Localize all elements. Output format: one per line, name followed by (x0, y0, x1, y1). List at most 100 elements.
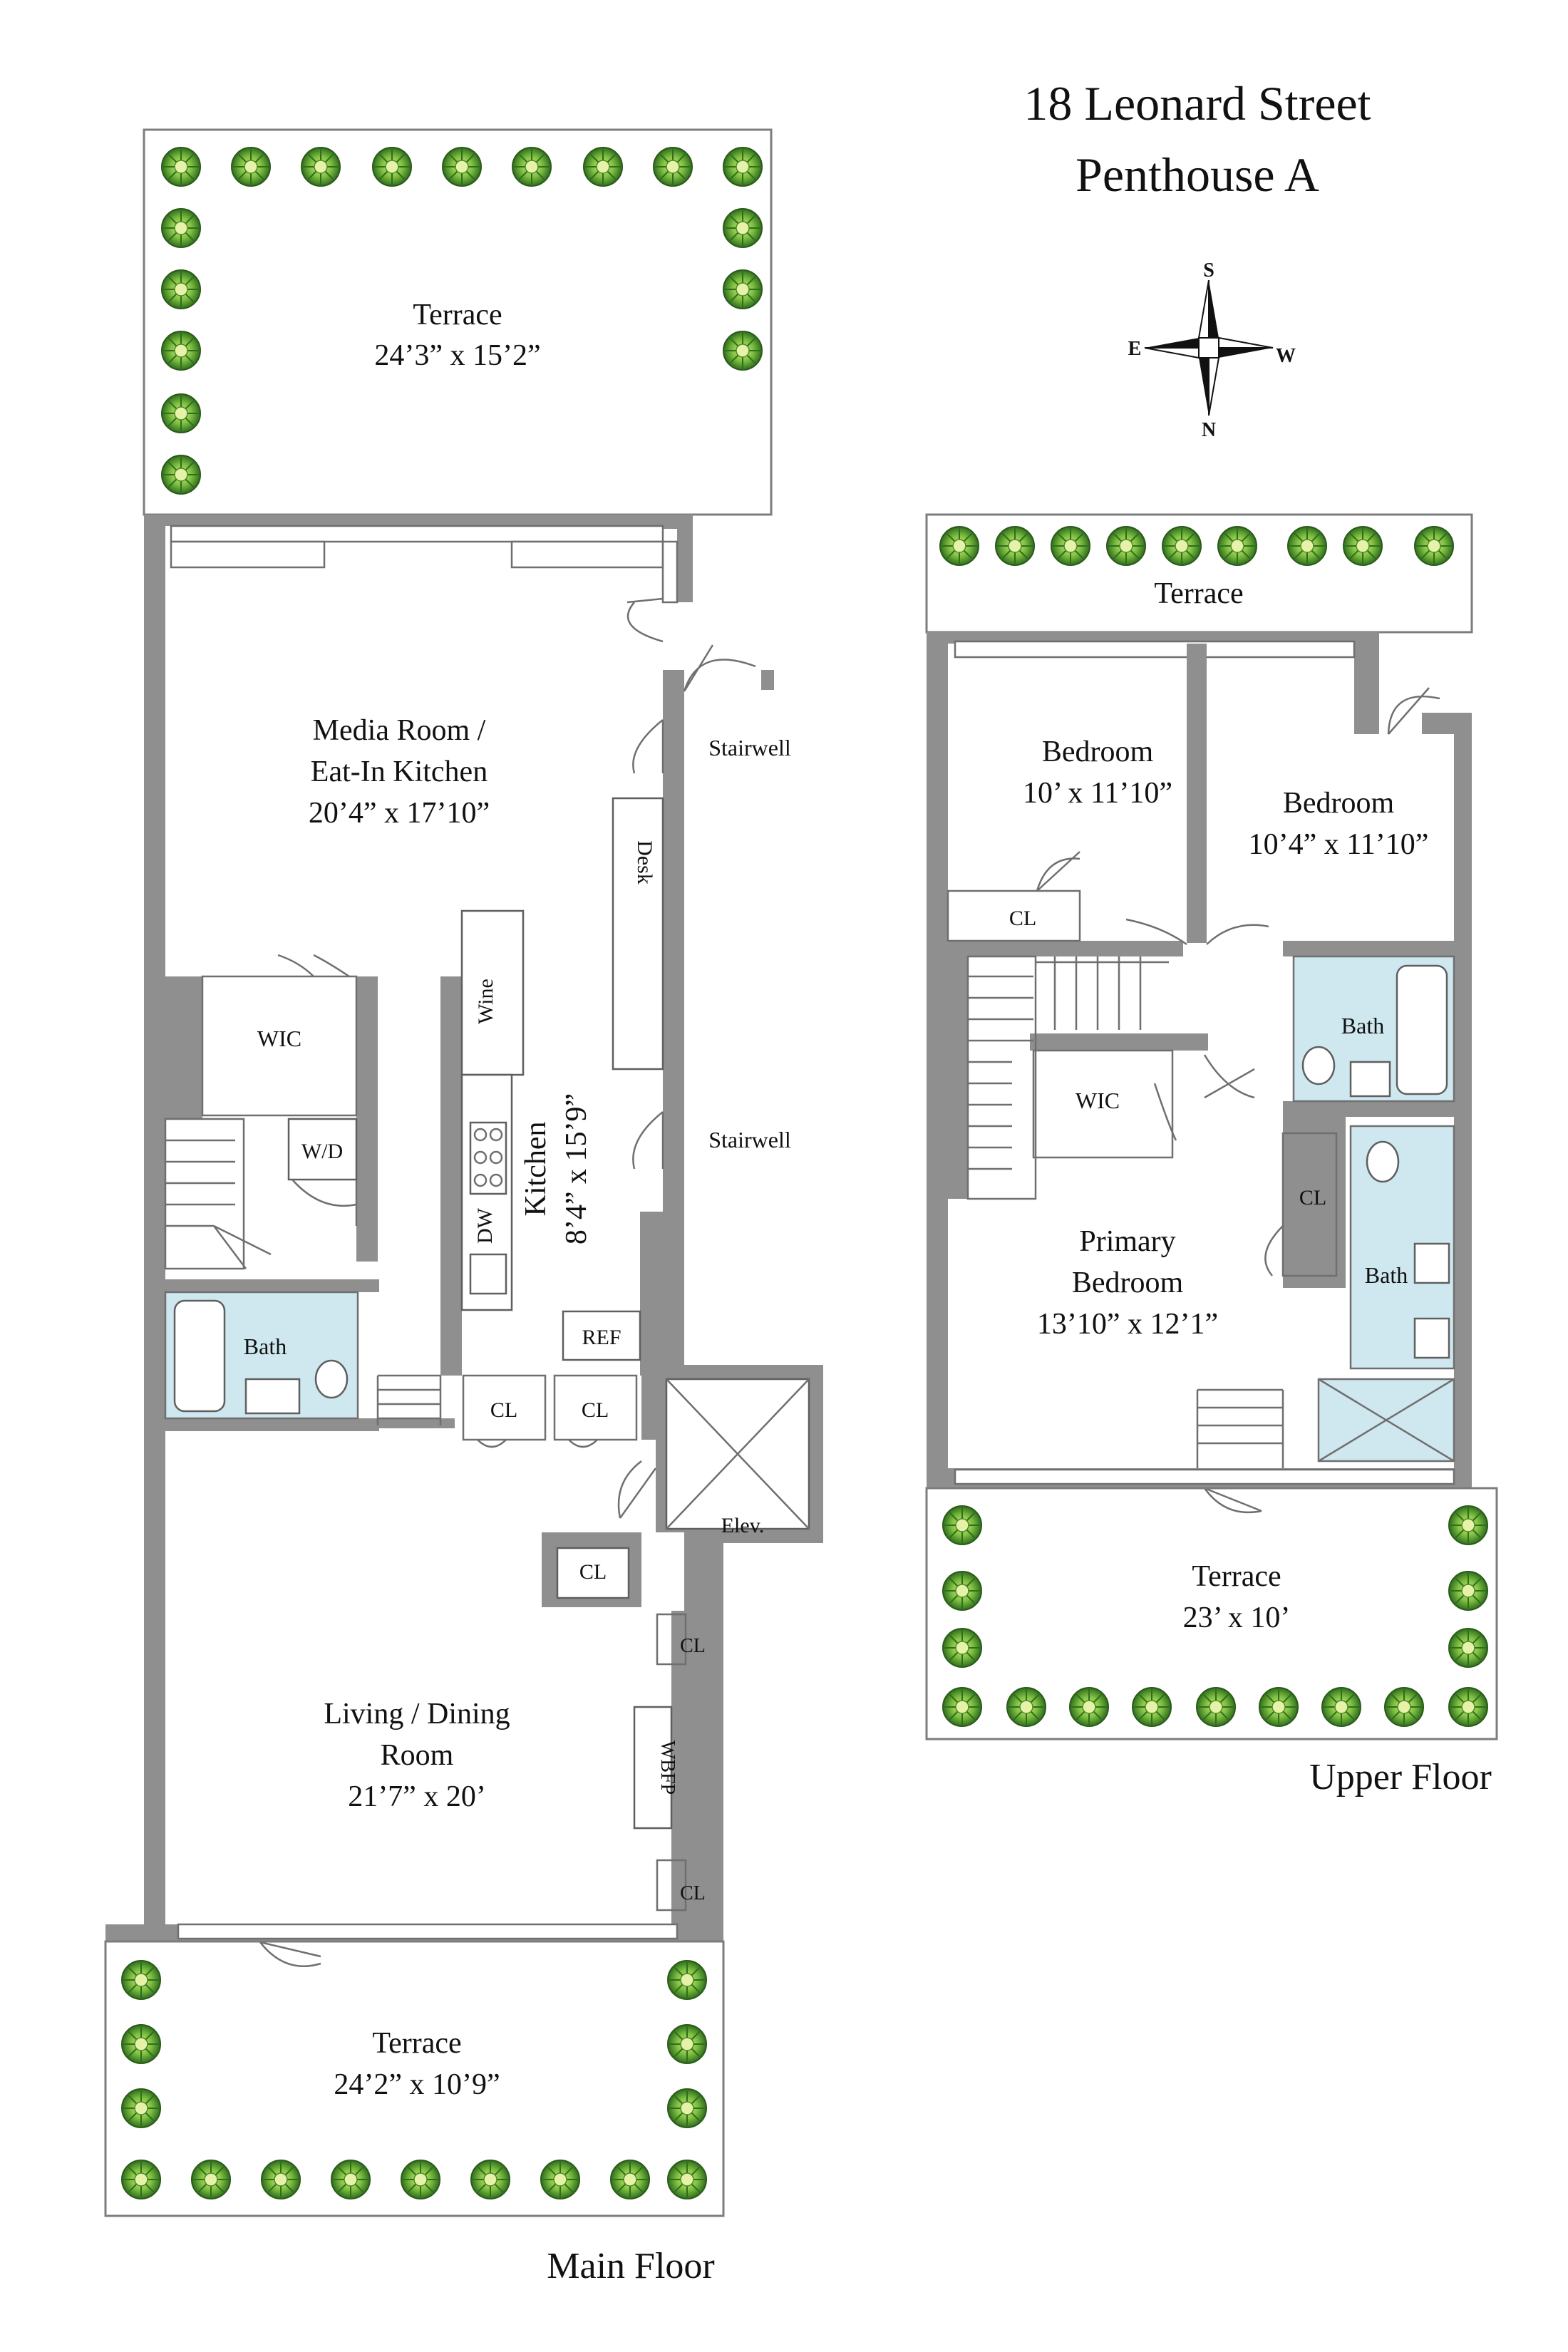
desk-label: Desk (633, 840, 656, 884)
upper-bath-2-toilet (1366, 1140, 1400, 1183)
main-doors (259, 597, 756, 1967)
wbfp-label: WBFP (656, 1740, 679, 1795)
upper-bath-1-toilet (1301, 1046, 1336, 1085)
upper-bath-2-label: Bath (1365, 1262, 1408, 1288)
cooktop-icon (469, 1121, 507, 1195)
living-top-wall (165, 1418, 455, 1428)
upper-terrace-bottom-dims: 23’ x 10’ (1183, 1601, 1291, 1634)
closet-hall-wall (1283, 1117, 1346, 1288)
main-terrace-bottom-dims: 24’2” x 10’9” (334, 2068, 500, 2101)
wic-wall-upper (1030, 1033, 1208, 1051)
upper-west-wall (927, 632, 948, 1487)
upper-stairs (966, 955, 1169, 1200)
plant-row-upper-top (939, 526, 1454, 566)
bedroom-1-name: Bedroom (1042, 736, 1154, 768)
closet-east-1 (656, 1613, 687, 1666)
cl-3-label: CL (579, 1560, 607, 1584)
living-name-1: Living / Dining (324, 1698, 510, 1731)
cl-5-label: CL (680, 1882, 706, 1904)
wd-box (287, 1118, 358, 1181)
main-floor: Terrace 24’3” x 15’2” Media Room / Eat-I… (104, 128, 823, 2217)
kitchen-sink-icon (469, 1253, 507, 1295)
upper-east-wall (1454, 713, 1472, 1487)
main-floor-label: Main Floor (547, 2246, 714, 2286)
main-terrace-post (761, 670, 774, 690)
cl-2-label: CL (582, 1398, 609, 1422)
dw-label: DW (473, 1207, 497, 1244)
main-top-bay-right (510, 540, 664, 569)
wine-counter (460, 909, 525, 1076)
upper-bath-2-sink-2 (1413, 1317, 1450, 1359)
primary-name-1: Primary (1079, 1225, 1175, 1258)
upper-wic-label: WIC (1076, 1088, 1120, 1113)
wic-label: WIC (257, 1026, 301, 1051)
wd-label: W/D (301, 1140, 343, 1163)
wine-label: Wine (474, 979, 497, 1024)
upper-bath-top-wall (1283, 941, 1454, 956)
upper-steps-bottom (1196, 1388, 1284, 1468)
wic-room (201, 975, 358, 1117)
fireplace (633, 1706, 673, 1830)
main-stairs (164, 1118, 272, 1270)
bedroom-2-dims: 10’4” x 11’10” (1249, 828, 1429, 861)
main-bath-label: Bath (244, 1334, 287, 1359)
main-top-window (170, 525, 664, 543)
upper-closet-1 (947, 889, 1081, 942)
upper-bath-2-sink-1 (1413, 1242, 1450, 1284)
title-line-2: Penthouse A (1076, 148, 1319, 202)
upper-terrace-bottom (925, 1487, 1498, 1740)
bedroom-1-dims: 10’ x 11’10” (1023, 777, 1172, 810)
ref-box (562, 1310, 641, 1361)
compass-north-label: N (1202, 419, 1216, 441)
stairwell-2-label: Stairwell (708, 1127, 791, 1152)
compass-west-label: W (1276, 345, 1296, 367)
main-terrace-top-name: Terrace (413, 299, 502, 331)
upper-wic-room (1032, 1049, 1174, 1159)
upper-cl-1-label: CL (1009, 907, 1036, 930)
main-bath-toilet (314, 1359, 349, 1399)
upper-floor-label: Upper Floor (1309, 1757, 1492, 1797)
main-bath-tub (173, 1299, 226, 1413)
media-room-dims: 20’4” x 17’10” (309, 797, 490, 830)
upper-terrace-bottom-name: Terrace (1192, 1560, 1281, 1593)
main-east-wall-upper (663, 670, 684, 1212)
ref-label: REF (582, 1326, 621, 1349)
upper-floor: Terrace Bedroom 10’ x 11’10” Bedroom 10’… (925, 513, 1498, 1740)
main-bottom-window (177, 1923, 679, 1940)
upper-top-window (954, 640, 1356, 659)
living-dims: 21’7” x 20’ (348, 1780, 486, 1813)
upper-terrace-top-label: Terrace (1154, 577, 1243, 610)
media-room-name-2: Eat-In Kitchen (311, 755, 488, 788)
upper-bath-mid-wall (1283, 1101, 1454, 1117)
compass-rose (1144, 279, 1274, 416)
kitchen-dims: 8’4” x 15’9” (560, 1093, 593, 1244)
kitchen-west-wall (440, 976, 462, 1376)
compass-south-label: S (1203, 259, 1214, 282)
media-room-name-1: Media Room / (313, 714, 486, 747)
desk (612, 797, 664, 1071)
bath-top-wall (165, 1279, 379, 1292)
upper-bath-1-tub (1396, 964, 1448, 1095)
closet-left (462, 1374, 547, 1441)
bedroom-divider (1187, 644, 1207, 943)
title-line-1: 18 Leonard Street (1023, 76, 1371, 130)
upper-bath-1-sink (1349, 1061, 1391, 1098)
elevator-x (666, 1378, 810, 1530)
main-terrace-bottom-name: Terrace (372, 2027, 461, 2060)
closet-right (553, 1374, 638, 1441)
upper-bay-wall (1354, 632, 1454, 734)
kitchen-name: Kitchen (520, 1122, 552, 1217)
living-name-2: Room (381, 1739, 454, 1772)
upper-doors (1036, 687, 1440, 1514)
bedroom-2-name: Bedroom (1283, 787, 1395, 820)
wic-wall (165, 976, 202, 1119)
main-west-wall (144, 515, 165, 1940)
main-corner-window (661, 540, 679, 604)
main-terrace-top-dims: 24’3” x 15’2” (374, 339, 540, 372)
main-top-bay-left (170, 540, 326, 569)
laundry-wall (356, 976, 378, 1262)
upper-cl-2-label: CL (1299, 1186, 1326, 1209)
main-terrace-bottom (104, 1940, 725, 2217)
primary-name-2: Bedroom (1072, 1267, 1184, 1299)
